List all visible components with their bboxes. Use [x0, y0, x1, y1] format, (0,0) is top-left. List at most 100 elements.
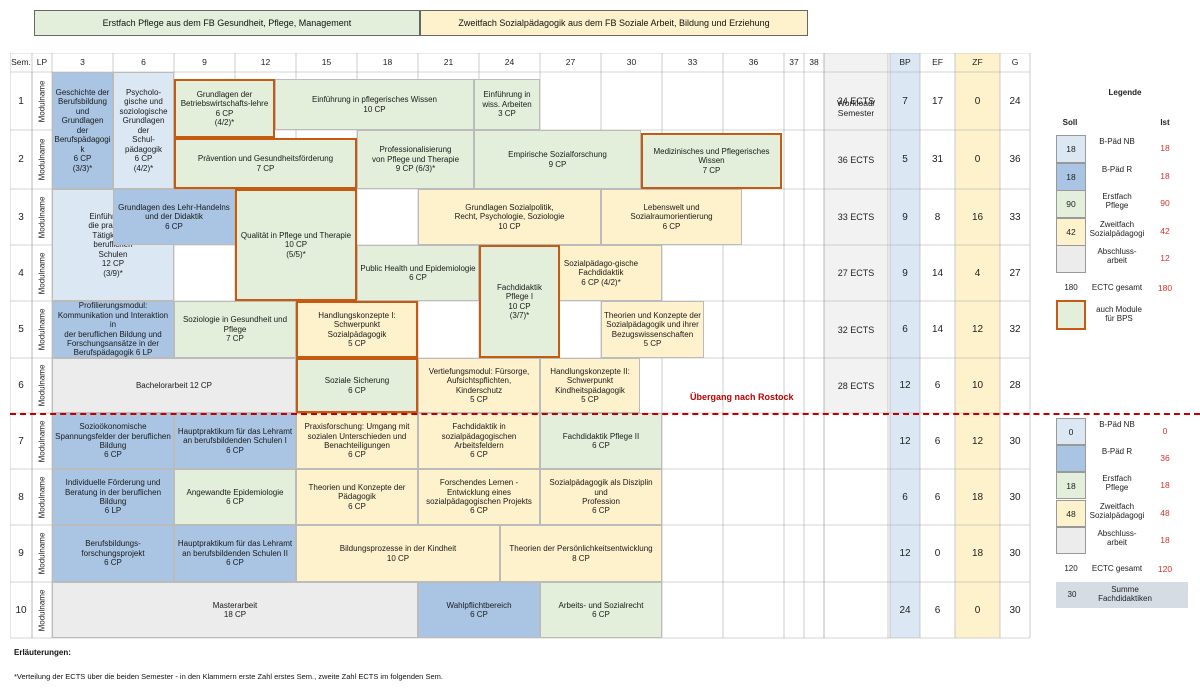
legend-swatch-upper: 18 [1056, 135, 1086, 163]
legend-upper-ist: 12 [1160, 253, 1170, 263]
bp-header-bg [890, 53, 920, 72]
legend-lower-total-label: ECTC gesamt [1091, 564, 1143, 573]
module-grundlagen-sozialpolitik: Grundlagen Sozialpolitik, Recht, Psychol… [418, 189, 601, 245]
bp-column-bg [890, 72, 920, 638]
legend-fd-label: Summe Fachdidaktiken [1098, 585, 1152, 604]
g-value: 30 [1009, 604, 1021, 616]
module-sozpaed-disziplin: Sozialpädagogik als Disziplin und Profes… [540, 469, 662, 525]
g-value: 30 [1009, 435, 1021, 447]
module-fachdidaktik-pflege-2: Fachdidaktik Pflege II 6 CP [540, 413, 662, 469]
legend-upper-ist: 18 [1160, 143, 1170, 153]
semester-number: 5 [18, 324, 24, 335]
module-profilierungsmodul: Profilierungsmodul: Kommunikation und In… [52, 301, 174, 358]
bp-value: 9 [902, 267, 908, 279]
legend-upper-ist: 18 [1160, 171, 1170, 181]
header-ef: EF [932, 56, 943, 67]
g-value: 32 [1009, 324, 1021, 335]
workload-value: 36 ECTS [837, 154, 875, 165]
module-vertiefungsmodul: Vertiefungsmodul: Fürsorge, Aufsichtspfl… [418, 358, 540, 413]
zf-value: 12 [971, 324, 984, 335]
module-berufsbildungsforschung: Berufsbildungs- forschungsprojekt 6 CP [52, 525, 174, 582]
bp-value: 9 [902, 211, 908, 223]
g-value: 27 [1009, 267, 1021, 279]
zf-value: 4 [974, 267, 981, 279]
zf-value: 16 [971, 211, 984, 223]
zf-value: 0 [974, 604, 981, 616]
header-lp-24: 24 [504, 56, 515, 67]
legend-title: Legende [1108, 88, 1142, 97]
semester-number: 9 [18, 548, 24, 559]
module-individuelle-foerderung: Individuelle Förderung und Beratung in d… [52, 469, 174, 525]
semester-number: 10 [15, 604, 27, 616]
legend-fd-swatch [1056, 582, 1188, 608]
workload-column-bg [824, 53, 888, 413]
module-wahlpflichtbereich: Wahlpflichtbereich 6 CP [418, 582, 540, 638]
legend-swatch-upper: 90 [1056, 190, 1086, 218]
legend-lower-label: Erstfach Pflege [1102, 474, 1132, 493]
module-handlungskonzepte-1: Handlungskonzepte I: Schwerpunkt Sozialp… [296, 301, 418, 358]
legend-lower-total-soll: 120 [1064, 564, 1078, 573]
header-lp-21: 21 [443, 56, 454, 67]
legend-swatch-upper: 42 [1056, 218, 1086, 246]
semester-number: 2 [18, 154, 24, 165]
footnote-title: Erläuterungen: [14, 648, 71, 657]
legend-bps-swatch [1056, 300, 1086, 330]
legend-upper-label: Erstfach Pflege [1102, 192, 1132, 211]
module-name-label: Modulname [37, 308, 47, 351]
module-theorien-paedagogik: Theorien und Konzepte der Pädagogik 6 CP [296, 469, 418, 525]
module-name-label: Modulname [37, 80, 47, 122]
ef-value: 17 [931, 95, 944, 107]
legend-lower-total-ist: 120 [1157, 564, 1173, 574]
transition-line [10, 413, 1200, 415]
semester-number: 8 [18, 491, 24, 503]
bp-value: 6 [902, 324, 908, 335]
legend-lower-label: B-Päd R [1101, 447, 1133, 456]
ef-value: 31 [931, 154, 944, 165]
module-bildungsprozesse-kindheit: Bildungsprozesse in der Kindheit 10 CP [296, 525, 500, 582]
bp-value: 6 [902, 491, 908, 503]
legend-upper-label: Zweitfach Sozialpädagogi [1089, 220, 1145, 239]
header-sem: Sem. [11, 56, 31, 67]
module-name-label: Modulname [37, 532, 47, 575]
legend-soll-label: Soll [1062, 118, 1078, 127]
ef-value: 6 [934, 604, 941, 616]
legend-swatch-lower: 0 [1056, 418, 1086, 445]
top-legend-secondary-label: Zweitfach Sozialpädagogik aus dem FB Soz… [458, 18, 770, 28]
legend-lower-ist: 48 [1160, 508, 1170, 518]
module-lehr-handeln-didaktik: Grundlagen des Lehr-Handelns und der Did… [113, 189, 235, 245]
legend-upper-label: B-Päd R [1101, 165, 1133, 174]
legend-lower-ist: 18 [1160, 480, 1170, 490]
workload-value: 24 ECTS [837, 96, 875, 106]
legend-lower-ist: 18 [1160, 535, 1170, 545]
module-psychologische-grundlagen: Psycholo- gische und soziologische Grund… [113, 72, 174, 189]
legend-upper-total-ist: 180 [1157, 283, 1173, 293]
module-handlungskonzepte-2: Handlungskonzepte II: Schwerpunkt Kindhe… [540, 358, 640, 413]
module-bachelorarbeit: Bachelorarbeit 12 CP [52, 358, 296, 413]
module-name-label: Modulname [37, 138, 47, 181]
ef-value: 8 [934, 211, 941, 223]
header-lp-6: 6 [141, 56, 146, 67]
module-bwl-grundlagen: Grundlagen der Betriebswirtschafts-lehre… [174, 79, 275, 138]
bp-value: 24 [899, 604, 911, 616]
legend-lower-ist: 0 [1162, 426, 1168, 436]
module-praxisforschung: Praxisforschung: Umgang mit sozialen Unt… [296, 413, 418, 469]
header-lp-15: 15 [321, 56, 332, 67]
bp-value: 7 [902, 95, 908, 107]
zf-value: 12 [971, 435, 984, 447]
legend-lower-label: Abschluss- arbeit [1097, 529, 1137, 548]
module-qualitaet-pflege: Qualität in Pflege und Therapie 10 CP (5… [235, 189, 357, 301]
module-fachdidaktik-sozpaed: Fachdidaktik in sozialpädagogischen Arbe… [418, 413, 540, 469]
header-lp-12: 12 [260, 56, 271, 67]
header-lp-33: 33 [687, 56, 698, 67]
header-lp-18: 18 [382, 56, 393, 67]
header-lp-38: 38 [809, 56, 819, 67]
top-legend-primary: Erstfach Pflege aus dem FB Gesundheit, P… [34, 10, 420, 36]
ef-value: 6 [934, 435, 941, 447]
top-legend-secondary: Zweitfach Sozialpädagogik aus dem FB Soz… [420, 10, 808, 36]
zf-column-bg [955, 72, 1000, 638]
legend-ist-label: Ist [1160, 118, 1170, 127]
semester-number: 6 [18, 380, 24, 391]
bp-value: 12 [899, 380, 911, 391]
g-value: 30 [1009, 548, 1021, 559]
